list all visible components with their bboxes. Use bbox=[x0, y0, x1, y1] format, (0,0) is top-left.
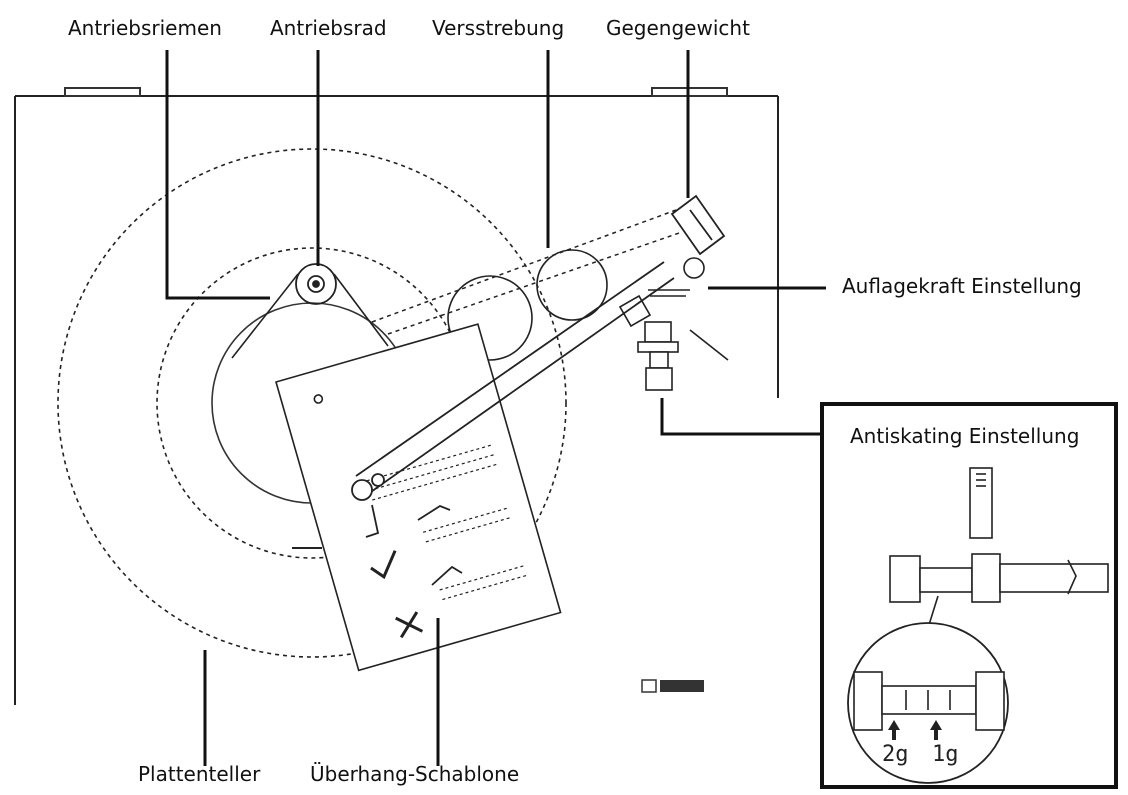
antiskating-pillar bbox=[637, 321, 679, 391]
tracking-force-label: Auflagekraft Einstellung bbox=[842, 274, 1082, 298]
brand-mark bbox=[641, 679, 704, 693]
brace bbox=[371, 209, 683, 335]
drive-belt-label: Antriebsriemen bbox=[68, 16, 222, 40]
leader-lines bbox=[165, 50, 826, 766]
platter-label: Plattenteller bbox=[138, 762, 261, 786]
brace-label: Versstrebung bbox=[432, 16, 565, 40]
antiskating-label: Antiskating Einstellung bbox=[850, 424, 1080, 448]
drive-belt bbox=[231, 273, 389, 359]
drive-wheel-label: Antriebsrad bbox=[270, 16, 387, 40]
antiskating-inset bbox=[820, 402, 1118, 789]
counterweight bbox=[670, 194, 726, 256]
overhang-template bbox=[275, 323, 562, 672]
drive-wheel bbox=[295, 263, 337, 305]
tonearm bbox=[351, 261, 675, 586]
tracking-force-dial bbox=[618, 257, 729, 361]
scale-1g-label: 1g bbox=[932, 742, 959, 767]
counterweight-label: Gegengewicht bbox=[606, 16, 750, 40]
overhang-template-label: Überhang-Schablone bbox=[310, 762, 520, 786]
scale-2g-label: 2g bbox=[882, 742, 909, 767]
